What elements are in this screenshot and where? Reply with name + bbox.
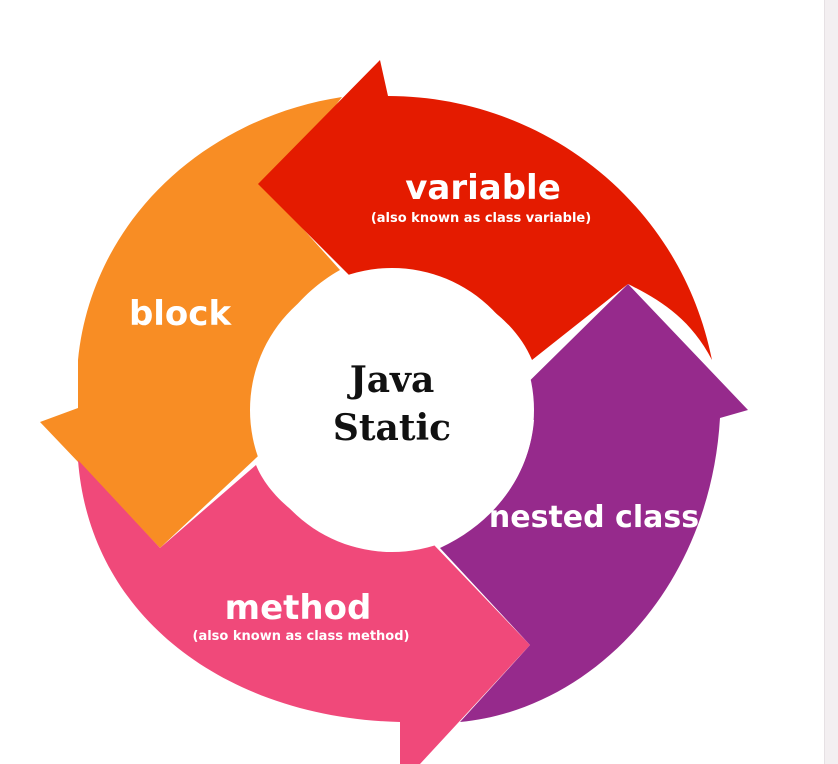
variable-subtitle: (also known as class variable)	[371, 211, 591, 226]
variable-title: variable	[405, 168, 561, 208]
block-title: block	[129, 294, 233, 334]
page-edge-strip	[824, 0, 838, 764]
center-label-line2: Static	[333, 407, 451, 449]
method-title: method	[225, 588, 372, 628]
nested-class-title: nested class	[489, 500, 699, 535]
center-hole	[250, 268, 534, 552]
method-subtitle: (also known as class method)	[193, 629, 410, 644]
center-label-line1: Java	[347, 359, 435, 401]
